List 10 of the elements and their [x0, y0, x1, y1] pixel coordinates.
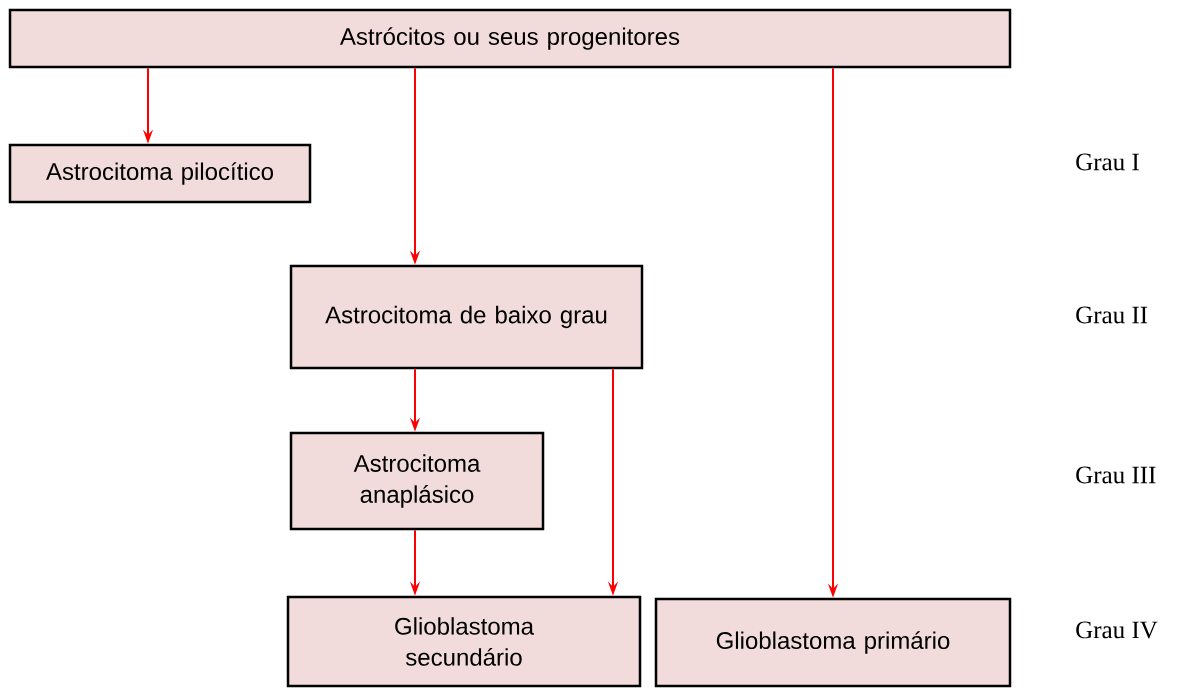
process-box: Astrocitoma pilocítico	[8, 143, 312, 204]
process-box: Glioblastoma primário	[654, 597, 1012, 688]
grade-label: Grau IV	[1076, 621, 1158, 639]
grade-label: Grau II	[1076, 306, 1148, 324]
process-box: Astrocitoma de baixo grau	[289, 264, 644, 370]
process-box: Astrócitos ou seus progenitores	[8, 8, 1012, 69]
grade-label: Grau III	[1076, 466, 1156, 484]
grade-label: Grau I	[1076, 153, 1139, 171]
process-box: Glioblastoma secundário	[286, 595, 642, 688]
process-box: Astrocitoma anaplásico	[289, 431, 545, 531]
